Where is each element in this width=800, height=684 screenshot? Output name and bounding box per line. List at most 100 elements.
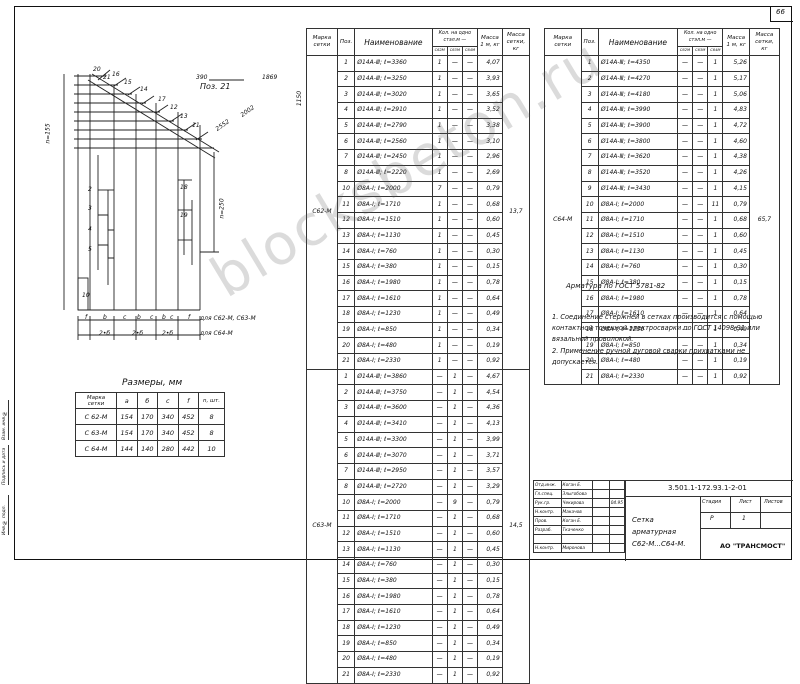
table-cell: 6 <box>336 133 356 151</box>
table-cell: 0,79 <box>477 494 503 511</box>
table-cell: 18 <box>336 306 356 323</box>
table-cell: — <box>692 368 709 386</box>
table-cell: 0,68 <box>477 196 503 213</box>
table-cell: 0,30 <box>477 557 503 574</box>
table-cell: Ø14А-Ⅲ; ℓ=3520 <box>597 164 678 182</box>
table-cell: 3 <box>336 400 356 417</box>
table-cell: — <box>431 572 448 590</box>
table-cell: — <box>446 180 463 198</box>
table-cell: Ø14А-Ⅲ; ℓ=2950 <box>354 462 433 480</box>
table-cell: 12 <box>336 211 356 229</box>
table-cell: 5,17 <box>722 70 750 88</box>
table-cell: 1 <box>431 321 448 339</box>
col-header: Кол. на одно стэл.м — <box>676 28 724 47</box>
table-cell: — <box>431 651 448 668</box>
table-cell: 1 <box>446 572 463 590</box>
table-cell: 0,19 <box>477 337 503 355</box>
col-header: n, шт. <box>198 392 225 409</box>
side-stamp-cell: Инв.№ подл. <box>2 495 9 535</box>
table-cell: 4,60 <box>722 133 750 151</box>
table-cell: — <box>446 243 463 260</box>
table-cell: 0,34 <box>477 321 503 339</box>
table-cell: 1 <box>446 588 463 606</box>
sheet-header: Лист <box>739 499 752 505</box>
table-cell: — <box>431 525 448 543</box>
dim-label: 16 <box>112 71 120 78</box>
table-cell: — <box>431 509 448 527</box>
table-cell: Ø14А-Ⅲ; ℓ=4180 <box>597 86 678 104</box>
table-cell: 1 <box>446 384 463 402</box>
table-cell: — <box>676 368 694 386</box>
table-cell: 0,60 <box>477 211 503 229</box>
table-cell: 1 <box>431 55 448 72</box>
table-cell: 1 <box>707 290 724 307</box>
sheets-header: Листов <box>764 499 783 505</box>
table-cell: Ø8А-Ⅰ; ℓ=1130 <box>354 227 433 245</box>
mesh-mass: 14,5 <box>501 368 531 684</box>
table-cell: 2 <box>580 70 599 88</box>
table-cell: — <box>461 462 479 480</box>
table-cell: — <box>461 149 479 166</box>
table-cell: — <box>692 102 709 119</box>
table-cell: Ø14А-Ⅲ; ℓ=2450 <box>354 149 433 166</box>
table-cell: 340 <box>157 424 179 441</box>
table-cell: — <box>446 86 463 104</box>
table-cell: — <box>676 211 694 229</box>
table-cell: — <box>676 102 694 119</box>
mesh-mark: С62-М <box>306 55 338 370</box>
table-cell: 21 <box>336 353 356 370</box>
table-cell: Ø8А-Ⅰ; ℓ=1130 <box>354 541 433 558</box>
table-cell: 1 <box>707 164 724 182</box>
table-cell: 13 <box>336 541 356 558</box>
table-cell: — <box>676 117 694 135</box>
dim-label: 13 <box>180 113 188 120</box>
table-cell: — <box>431 619 448 637</box>
table-cell: 11 <box>707 196 724 213</box>
table-cell: — <box>461 557 479 574</box>
table-cell: 1 <box>707 133 724 151</box>
table-cell: 0,15 <box>477 258 503 276</box>
table-cell: — <box>461 604 479 621</box>
table-cell: 2,69 <box>477 164 503 182</box>
dim-label: n=250 <box>218 198 226 219</box>
col-header: c <box>157 392 179 409</box>
table-cell: 0,64 <box>477 604 503 621</box>
table-cell: 13 <box>580 243 599 260</box>
table-cell: 4 <box>580 102 599 119</box>
table-cell: — <box>461 274 479 292</box>
table-cell: 6 <box>336 447 356 464</box>
dim-label: b <box>103 314 107 321</box>
table-cell: — <box>461 211 479 229</box>
table-cell: 0,92 <box>477 666 503 684</box>
table-header: С62М С63М С64М <box>545 45 780 57</box>
table-cell: 8 <box>336 478 356 496</box>
col-header: a <box>116 392 138 409</box>
col-header: С62М <box>676 45 694 57</box>
table-cell: Ø14А-Ⅲ; ℓ=3020 <box>354 86 433 104</box>
table-cell <box>591 480 610 490</box>
table-cell: 3,10 <box>477 133 503 151</box>
title-block-line <box>760 496 761 528</box>
table-cell: — <box>461 306 479 323</box>
table-cell: — <box>446 353 463 370</box>
dim-label: 12 <box>170 104 178 111</box>
table-cell: — <box>676 243 694 260</box>
dim-label: 11 <box>192 122 200 129</box>
title-block-frame <box>625 480 793 561</box>
dim-label: 21 <box>103 74 111 81</box>
table-header: С62М С63М С64М <box>307 45 530 57</box>
table-cell: Злыгобова <box>560 489 593 499</box>
table-cell: — <box>446 211 463 229</box>
table-cell: — <box>446 149 463 166</box>
mesh-mark: С63-М <box>306 368 338 684</box>
